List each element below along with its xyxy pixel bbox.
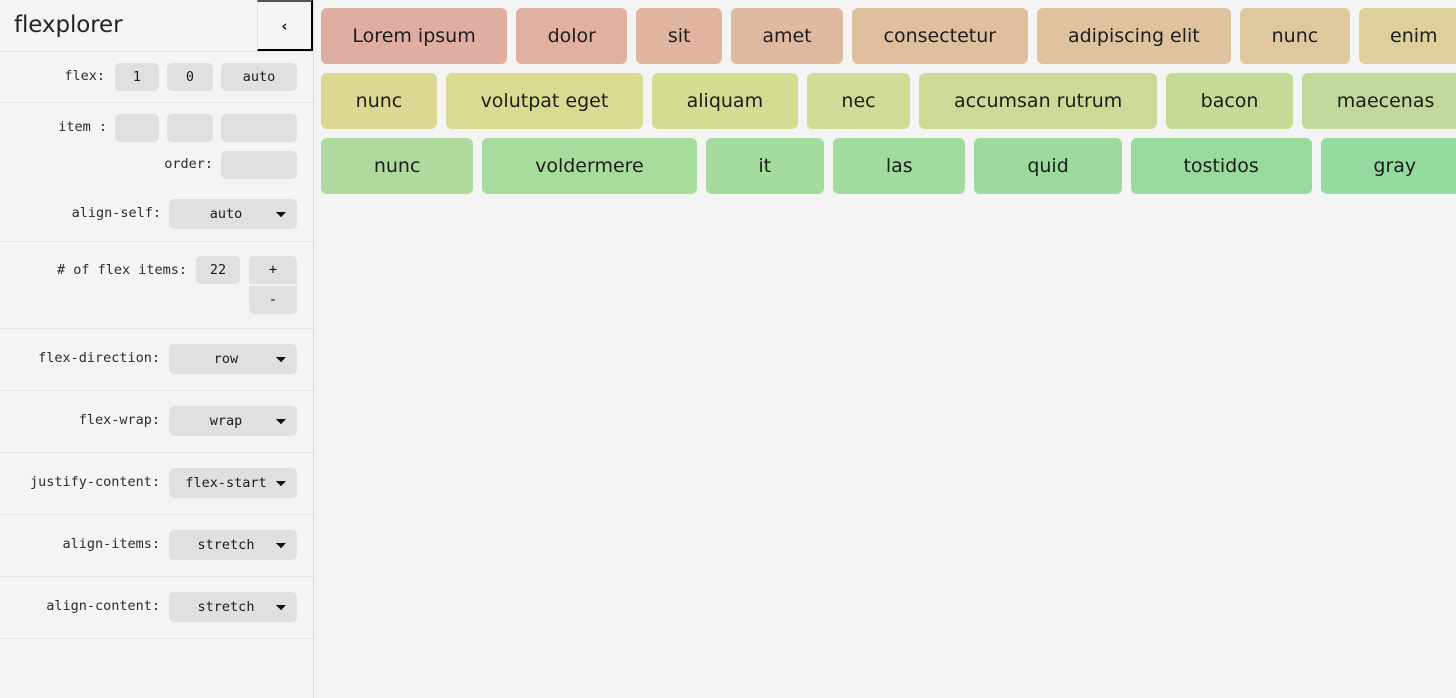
flex-basis-input[interactable] [221,63,297,91]
flex-item-label: accumsan rutrum [953,90,1123,112]
flex-item-label: sit [667,25,691,47]
flex-item-label: nec [841,90,876,112]
align-self-select[interactable]: autoflex-startflex-endcenterbaselinestre… [169,199,297,229]
flex-wrap-row: flex-wrap: nowrapwrapwrap-reverse [0,391,313,453]
flex-item-count-input[interactable] [196,256,240,284]
flex-item-count-label: # of flex items: [56,262,187,278]
flex-item[interactable]: nunc [321,73,437,129]
align-items-label: align-items: [62,536,160,553]
flex-item-count-stepper: + - [249,256,297,314]
flex-item[interactable]: voldermere [482,138,697,194]
flex-item-label: nunc [1271,25,1319,47]
controls-sidebar: flexplorer ‹ flex: item : order: align-s… [0,0,314,698]
flex-item[interactable]: nunc [321,138,474,194]
align-self-label: align-self: [71,205,161,222]
flex-item-label: consectetur [883,25,997,47]
sidebar-header: flexplorer ‹ [0,0,313,52]
flex-item[interactable]: dolor [516,8,628,64]
flex-item[interactable]: adipiscing elit [1036,8,1232,64]
justify-content-select[interactable]: flex-startflex-endcenterspace-betweenspa… [169,468,297,498]
flex-item[interactable]: maecenas [1302,73,1456,129]
flex-shorthand-row: flex: [0,52,313,103]
flex-item-label: nunc [373,155,421,177]
flex-item-label: Lorem ipsum [352,25,476,47]
flex-item-label: dolor [547,25,596,47]
justify-content-row: justify-content: flex-startflex-endcente… [0,453,313,515]
flex-item-label: volutpat eget [480,90,609,112]
app-title: flexplorer [14,12,123,38]
flex-item[interactable]: quid [974,138,1122,194]
item-label: item : [58,119,107,136]
flex-item-label: gray [1373,155,1417,177]
item-flex-basis-input[interactable] [221,114,297,142]
flex-item[interactable]: enim [1358,8,1456,64]
flex-direction-row: flex-direction: rowrow-reversecolumncolu… [0,329,313,391]
flex-item[interactable]: gray [1320,138,1456,194]
flex-item-label: adipiscing elit [1067,25,1200,47]
order-input[interactable] [221,151,297,179]
flex-item-label: nunc [355,90,403,112]
flex-item-label: it [758,155,772,177]
flex-direction-label: flex-direction: [38,350,160,367]
flex-item[interactable]: Lorem ipsum [321,8,508,64]
align-content-select[interactable]: flex-startflex-endcenterspace-betweenspa… [169,592,297,622]
flex-item[interactable]: amet [730,8,844,64]
flex-item[interactable]: tostidos [1130,138,1312,194]
item-override-row: item : [0,103,313,142]
flex-item[interactable]: aliquam [651,73,798,129]
increment-button[interactable]: + [249,256,297,284]
flex-container: Lorem ipsum dolor sit amet consectetur adipis… [321,8,1456,194]
flex-label: flex: [64,68,105,85]
flex-shrink-input[interactable] [167,63,213,91]
flex-wrap-label: flex-wrap: [78,412,160,429]
flex-item[interactable]: accumsan rutrum [919,73,1157,129]
item-order-row: order: [0,142,313,190]
item-flex-grow-input[interactable] [115,114,159,142]
flex-item-label: aliquam [686,90,764,112]
flex-direction-select[interactable]: rowrow-reversecolumncolumn-reverse [169,344,297,374]
flex-wrap-select[interactable]: nowrapwrapwrap-reverse [169,406,297,436]
flex-item-label: quid [1027,155,1069,177]
flex-canvas: Lorem ipsum dolor sit amet consectetur adipis… [314,0,1456,698]
flex-item-label: maecenas [1336,90,1435,112]
flex-item[interactable]: bacon [1165,73,1294,129]
flex-item-label: enim [1390,25,1438,47]
flex-grow-input[interactable] [115,63,159,91]
flex-item[interactable]: las [832,138,966,194]
flex-item-label: amet [762,25,812,47]
flex-item[interactable]: nunc [1240,8,1350,64]
align-items-select[interactable]: flex-startflex-endcenterbaselinestretch [169,530,297,560]
flex-item[interactable]: sit [636,8,722,64]
justify-content-label: justify-content: [29,474,160,491]
align-content-label: align-content: [46,598,160,615]
order-label: order: [164,156,213,173]
chevron-left-icon[interactable]: ‹ [257,0,313,51]
flex-item[interactable]: nec [806,73,911,129]
item-flex-shrink-input[interactable] [167,114,213,142]
flex-item[interactable]: consectetur [852,8,1028,64]
flex-item-label: las [885,155,913,177]
flex-item[interactable]: it [705,138,824,194]
align-content-row: align-content: flex-startflex-endcenters… [0,577,313,639]
flex-item-count-row: # of flex items: + - [0,242,313,329]
flex-item[interactable]: volutpat eget [445,73,643,129]
flex-item-label: bacon [1200,90,1259,112]
align-self-row: align-self: autoflex-startflex-endcenter… [0,190,313,242]
flex-item-label: tostidos [1183,155,1259,177]
align-items-row: align-items: flex-startflex-endcenterbas… [0,515,313,577]
decrement-button[interactable]: - [249,286,297,314]
flex-item-label: voldermere [535,155,644,177]
